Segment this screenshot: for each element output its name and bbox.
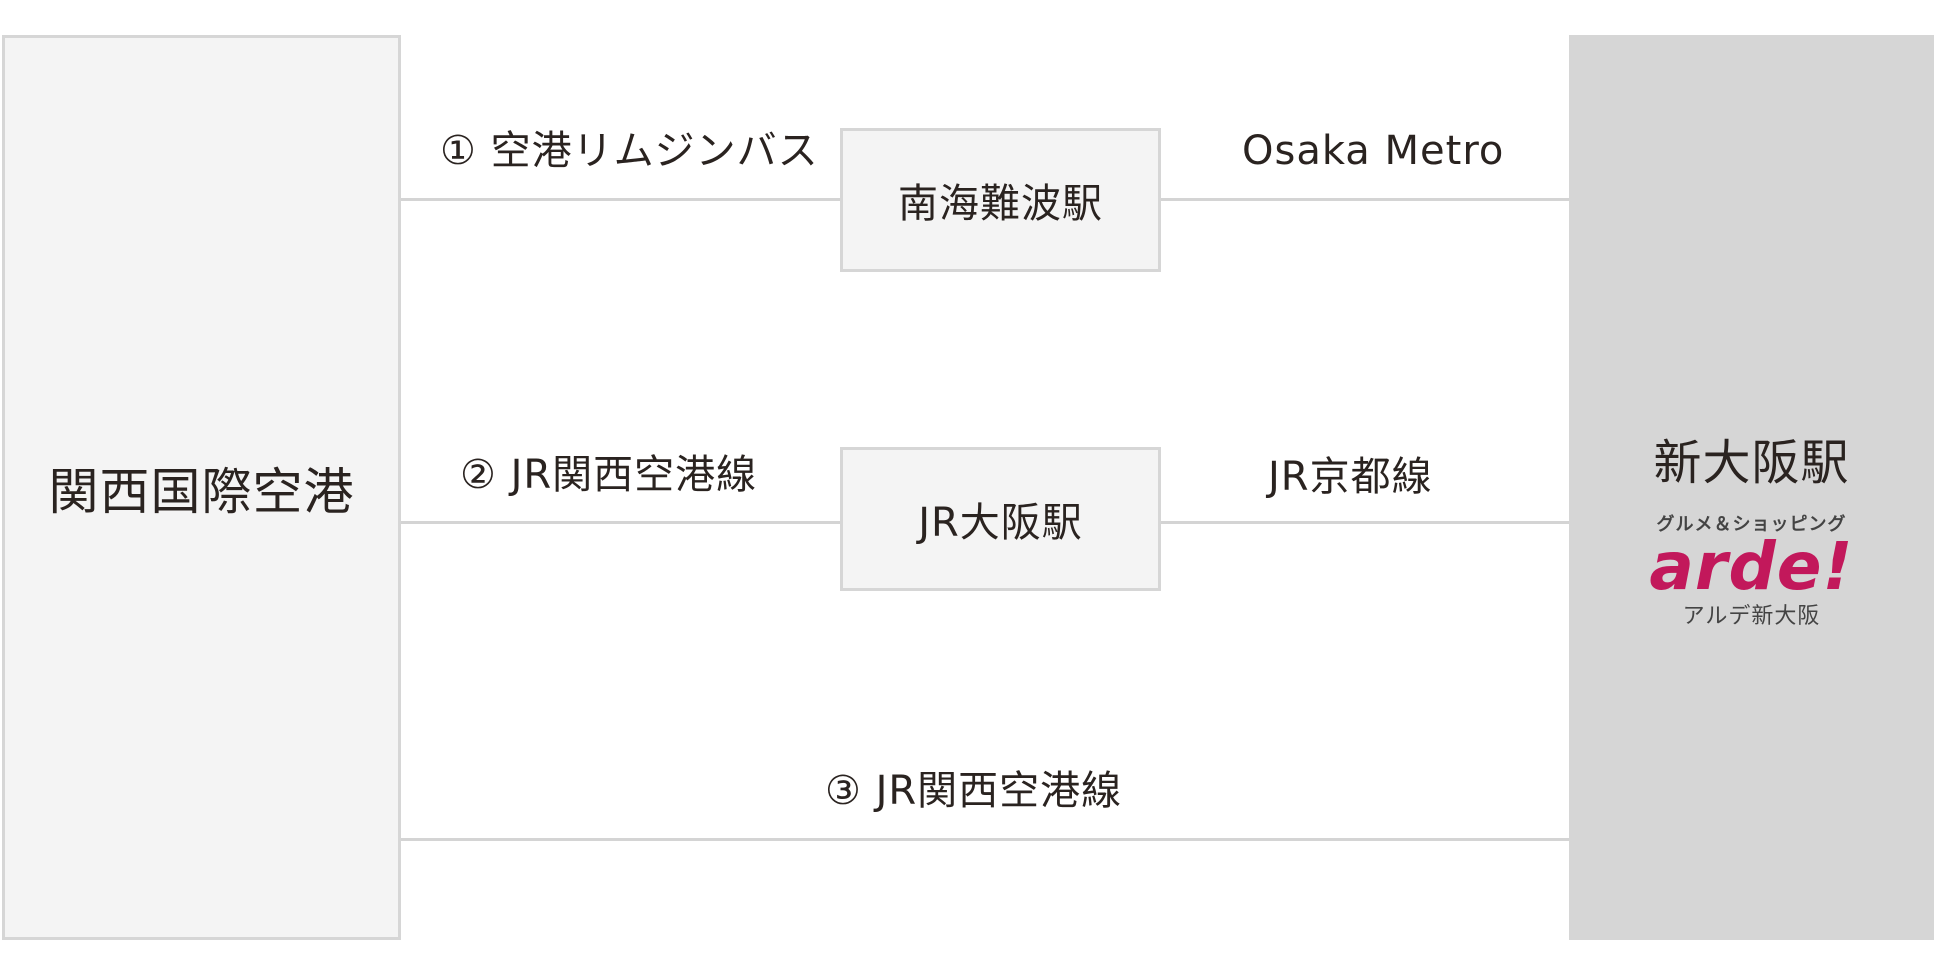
- route-2-second-leg-label: JR京都線: [1268, 454, 1433, 500]
- transfer-station-jr-osaka: JR大阪駅: [840, 447, 1161, 591]
- destination-label: 新大阪駅: [1653, 435, 1850, 491]
- transfer-station-namba: 南海難波駅: [840, 128, 1161, 272]
- origin-box: 関西国際空港: [2, 35, 401, 940]
- arde-logo-kana: アルデ新大阪: [1682, 604, 1821, 629]
- route-1-second-leg-label: Osaka Metro: [1242, 128, 1505, 174]
- transfer-station-label: 南海難波駅: [898, 181, 1103, 227]
- route-1-first-leg-line: [401, 198, 840, 201]
- route-2-second-leg-line: [1161, 521, 1569, 524]
- destination-box: 新大阪駅 グルメ＆ショッピング arde! アルデ新大阪: [1569, 35, 1934, 940]
- arde-logo-subtitle: グルメ＆ショッピング: [1656, 514, 1847, 535]
- route-2-first-leg-label: ② JR関西空港線: [460, 452, 758, 498]
- arde-logo: グルメ＆ショッピング arde! アルデ新大阪: [1569, 510, 1934, 630]
- route-3-direct-label: ③ JR関西空港線: [825, 768, 1123, 814]
- route-3-direct-line: [401, 838, 1569, 841]
- arde-logo-wordmark: arde!: [1649, 528, 1854, 605]
- route-1-first-leg-label: ① 空港リムジンバス: [440, 128, 819, 174]
- route-2-first-leg-line: [401, 521, 840, 524]
- route-1-second-leg-line: [1161, 198, 1569, 201]
- transfer-station-label: JR大阪駅: [918, 500, 1083, 546]
- origin-label: 関西国際空港: [48, 462, 355, 521]
